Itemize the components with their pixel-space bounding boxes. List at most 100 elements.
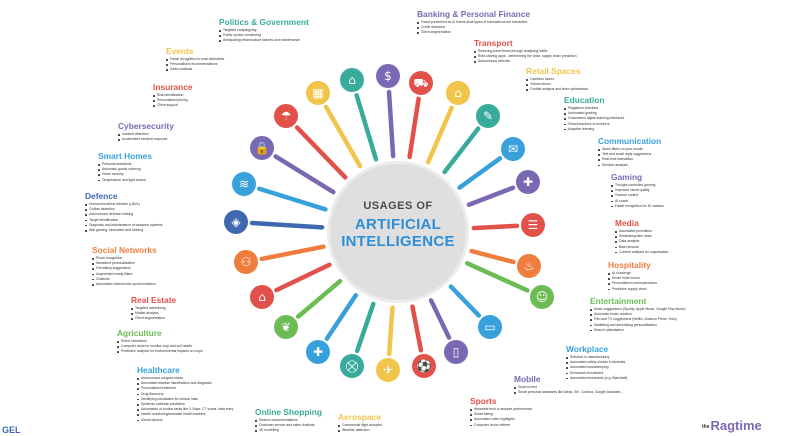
graduation-cap-icon: ✎	[476, 104, 500, 128]
spoke-workplace	[451, 287, 479, 316]
topic-title: Real Estate	[131, 295, 176, 305]
topic-sports: SportsWearable tech to analyse performan…	[470, 396, 532, 428]
topic-items: Music suggestions (Spotify, Apple Music,…	[590, 307, 686, 333]
topic-items: AI conciergeSmart hotel roomsPersonalise…	[608, 271, 657, 292]
list-item: Automated video/music synchronisation	[92, 282, 157, 287]
topic-title: Sports	[470, 396, 532, 406]
concierge-bell-icon: ♨	[517, 254, 541, 278]
topic-title: Education	[564, 95, 624, 105]
topic-transport: TransportReducing travel times through a…	[474, 38, 577, 65]
topic-items: Search recommendationsCustomer service a…	[255, 418, 322, 434]
spoke-insurance	[297, 128, 345, 178]
topic-education: EducationPlagiarism checkersAutomated gr…	[564, 95, 624, 132]
spoke-smarthomes	[259, 189, 325, 210]
topic-shopping: Online ShoppingSearch recommendationsCus…	[255, 407, 322, 434]
topic-realestate: Real EstateTargeted advertisingMarket an…	[131, 295, 176, 322]
newspaper-icon: ☰	[521, 213, 545, 237]
spoke-gaming	[469, 188, 513, 205]
list-item: Accelerated incident response	[118, 137, 174, 142]
house-icon: ⌂	[446, 81, 470, 105]
center-title-line2: ARTIFICIAL	[330, 216, 466, 233]
topic-defence: DefenceUnmanned aerial vehicles (UAVs)Ci…	[85, 191, 163, 233]
ragtime-logo-prefix: the	[702, 424, 710, 430]
topic-hospitality: HospitalityAI conciergeSmart hotel rooms…	[608, 260, 657, 292]
list-item: Weather detection	[338, 428, 382, 433]
topic-title: Media	[615, 218, 668, 228]
topic-title: Hospitality	[608, 260, 657, 270]
spoke-agriculture	[298, 281, 340, 316]
spoke-retail	[428, 108, 452, 163]
topic-title: Events	[166, 46, 224, 56]
lock-icon: 🔒	[250, 136, 274, 160]
list-item: Adaptive learning	[564, 127, 624, 132]
topic-title: Healthcare	[137, 365, 233, 375]
topic-entertainment: EntertainmentMusic suggestions (Spotify,…	[590, 296, 686, 333]
wifi-icon: ≋	[232, 172, 256, 196]
spoke-sports	[412, 307, 420, 351]
topic-items: Autonomous surgical robotsAutomated dise…	[137, 376, 233, 423]
ragtime-logo-text: Ragtime	[711, 418, 762, 433]
topic-healthcare: HealthcareAutonomous surgical robotsAuto…	[137, 365, 233, 423]
spoke-mobile	[431, 300, 449, 337]
spoke-defence	[252, 223, 322, 227]
topic-items: Thought-controlled gamingImproved visual…	[611, 183, 664, 209]
laptop-icon: ▭	[478, 315, 502, 339]
airplane-icon: ✈	[376, 358, 400, 382]
spoke-banking	[389, 92, 393, 156]
spoke-realestate	[276, 265, 329, 290]
topic-title: Insurance	[153, 82, 193, 92]
gel-logo-text: GEL	[2, 425, 21, 435]
topic-media: MediaAutomated journalismEliminating fak…	[615, 218, 668, 255]
network-icon: ⚇	[234, 250, 258, 274]
topic-items: Facial recognition to scan attendeesPers…	[166, 57, 224, 73]
topic-insurance: InsuranceRisk identificationPersonalised…	[153, 82, 193, 109]
spoke-healthcare	[327, 295, 356, 338]
topic-events: EventsFacial recognition to scan attende…	[166, 46, 224, 73]
topic-items: Targeted campaigningPublic opinion monit…	[219, 28, 309, 44]
topic-title: Smart Homes	[98, 151, 152, 161]
topic-items: Voice-to-textSmart personal assistants l…	[514, 385, 623, 395]
list-item: Search optimisation	[590, 328, 686, 333]
government-building-icon: ⌂	[340, 68, 364, 92]
medical-kit-icon: ✚	[306, 340, 330, 364]
list-item: Facial recognition for 3D avatars	[611, 204, 664, 209]
smiley-icon: ☺	[530, 285, 554, 309]
football-icon: ⚽	[412, 354, 436, 378]
list-item: Virtual doctors	[137, 418, 233, 423]
list-item: Anticipating infrastructure failures and…	[219, 38, 309, 43]
topic-title: Agriculture	[117, 328, 203, 338]
gamepad-icon: ✚	[516, 170, 540, 194]
topic-smarthomes: Smart HomesPersonal assistantsAutomatic …	[98, 151, 152, 183]
topic-items: Unmanned aerial vehicles (UAVs)Civilian …	[85, 202, 163, 233]
topic-items: Personal assistantsAutomatic goods order…	[98, 162, 152, 183]
topic-title: Workplace	[566, 344, 627, 354]
spoke-cyber	[276, 156, 334, 192]
topic-items: Robot harvestersComputer vision to monit…	[117, 339, 203, 355]
spoke-communication	[460, 158, 500, 187]
spoke-social	[262, 247, 324, 259]
topic-items: Spam filters on your emailsText and emai…	[598, 147, 661, 168]
topic-items: Wearable tech to analyse performanceSmar…	[470, 407, 532, 428]
spoke-shopping	[357, 304, 373, 351]
spoke-education	[445, 129, 479, 172]
list-item: 3D modelling	[255, 428, 322, 433]
center-circle: USAGES OF ARTIFICIAL INTELLIGENCE	[330, 164, 466, 300]
topic-title: Online Shopping	[255, 407, 322, 417]
list-item: Predictive analysis for environmental im…	[117, 349, 203, 354]
topic-items: Plagiarism checkersAutomated gradingCust…	[564, 106, 624, 132]
spoke-aerospace	[389, 308, 392, 354]
topic-banking: Banking & Personal FinanceFraud preventi…	[417, 9, 530, 36]
topic-items: Photo recognitionNewsfeed personalisatio…	[92, 256, 157, 287]
topic-title: Cybersecurity	[118, 121, 174, 131]
topic-aerospace: AerospaceCommercial flight autopilotWeat…	[338, 412, 382, 433]
topic-items: Fraud prevention as AI learns what types…	[417, 20, 530, 36]
topic-items: Risk identificationPersonalised pricingC…	[153, 93, 193, 109]
topic-title: Aerospace	[338, 412, 382, 422]
gel-logo: GEL	[2, 425, 21, 435]
topic-communication: CommunicationSpam filters on your emails…	[598, 136, 661, 168]
list-item: Autonomous vehicles	[474, 59, 577, 64]
spoke-politics	[357, 95, 376, 159]
for-sale-sign-icon: ⌂	[250, 285, 274, 309]
leaf-icon: ❦	[274, 315, 298, 339]
spoke-transport	[410, 99, 419, 157]
